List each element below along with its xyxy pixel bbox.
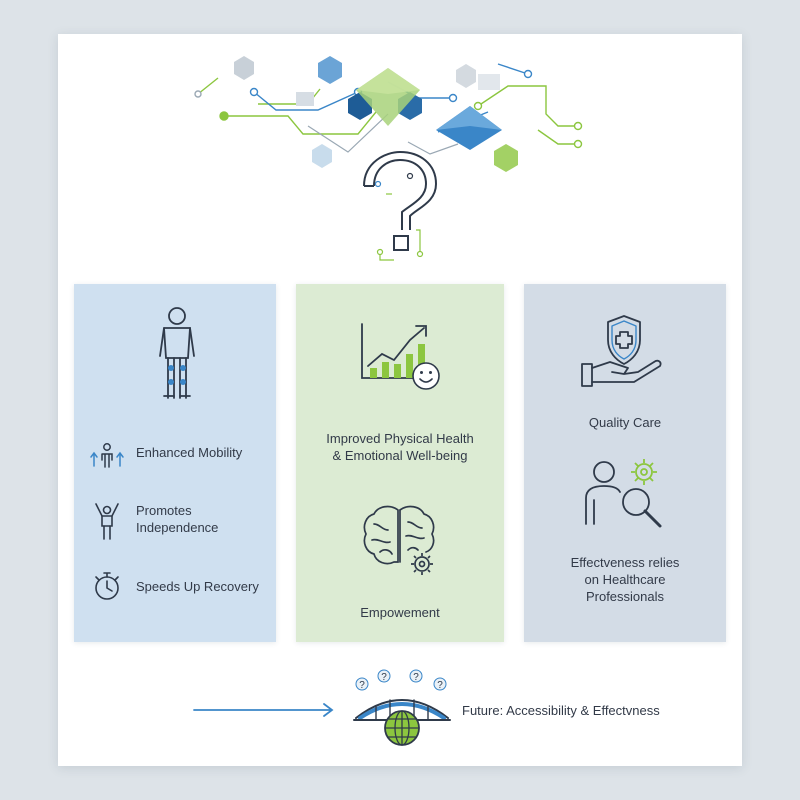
arrow-right-icon [193,703,334,717]
person-with-leg-braces-icon [159,307,195,399]
bridge-globe-icon: ? ? ? ? [353,669,451,746]
panel-mobility-benefits: Enhanced Mobility Promotes Independence … [74,284,276,642]
stopwatch-icon [95,572,119,600]
empowerment-label: Empowement [360,605,440,620]
panel-health-wellbeing: Improved Physical Health & Emotional Wel… [296,284,504,642]
health-title-line1: Improved Physical Health [326,431,474,446]
effectiveness-label: Effectveness relies on Healthcare Profes… [524,554,726,605]
infographic-card: Enhanced Mobility Promotes Independence … [58,34,742,766]
people-arrows-icon [90,443,124,468]
question-mark-4: ? [437,680,443,691]
quality-care-label: Quality Care [588,415,662,430]
question-mark-3: ? [413,672,419,683]
shield-hand-icon [581,315,662,387]
network-graphic [194,56,583,172]
speeds-up-recovery-label: Speeds Up Recovery [136,579,259,594]
circuit-question-mark-icon [363,150,438,261]
question-mark-1: ? [359,680,365,691]
effectiveness-line1: Effectveness relies [570,555,680,570]
promotes-line: Promotes [136,503,192,518]
panel-quality-care: Quality Care Effectveness relies on Heal… [524,284,726,642]
health-title-line2: & Emotional Well-being [332,448,468,463]
growth-chart-smile-icon [361,323,440,390]
brain-gear-icon [363,505,435,575]
promotes-independence-label: Promotes Independence [136,502,218,536]
effectiveness-line3: Professionals [585,589,665,604]
health-wellbeing-title: Improved Physical Health & Emotional Wel… [296,430,504,464]
effectiveness-line2: on Healthcare [584,572,666,587]
future-accessibility-label: Future: Accessibility & Effectvness [462,703,660,718]
hero-illustration [194,56,583,261]
independence-line: Independence [136,520,219,535]
enhanced-mobility-label: Enhanced Mobility [136,445,243,460]
person-magnifier-gear-icon [585,459,662,528]
person-arms-up-icon [95,503,119,540]
question-mark-2: ? [381,672,387,683]
